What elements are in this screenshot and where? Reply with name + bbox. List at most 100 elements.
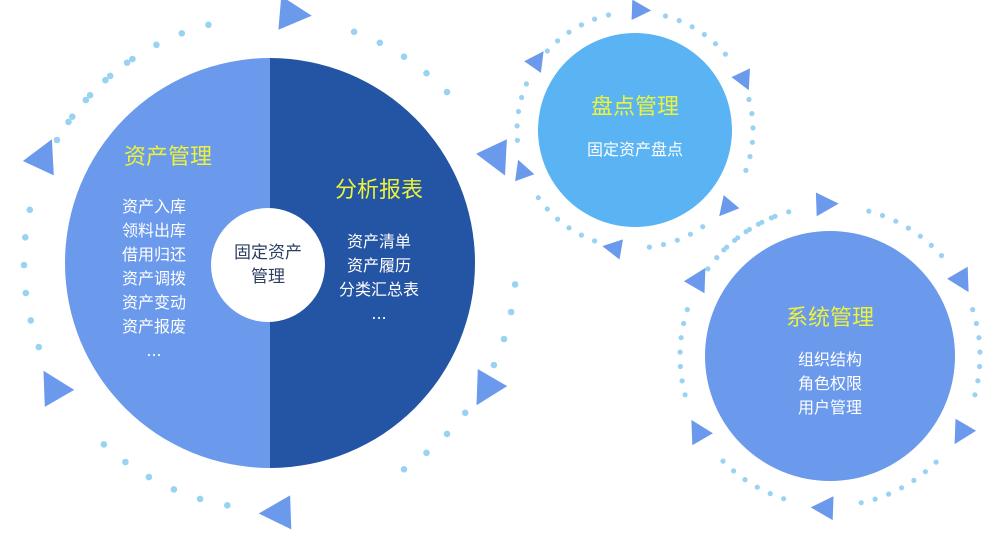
ring-dot	[592, 16, 598, 22]
ring-dot	[423, 449, 430, 457]
ring-dot	[566, 225, 572, 231]
ring-arrow-icon	[954, 418, 977, 445]
ring-dot	[660, 241, 667, 248]
ring-dot	[720, 458, 726, 464]
ring-dot	[566, 29, 572, 35]
ring-dot	[578, 22, 585, 28]
ring-dot	[646, 244, 653, 250]
ring-dot	[555, 38, 561, 44]
ring-dot	[768, 215, 775, 221]
list-item: ...	[371, 304, 387, 323]
list-item: 借用归还	[121, 245, 186, 264]
ring-decorations	[20, 0, 983, 530]
list-item: 领料出库	[121, 221, 186, 240]
ring-arrow-icon	[719, 195, 740, 217]
ring-dot	[20, 261, 28, 269]
ring-dot	[731, 468, 737, 474]
ring-dot	[170, 486, 178, 493]
ring-dot	[677, 363, 684, 370]
ring-dot	[145, 473, 153, 481]
list-item: 资产履历	[346, 256, 411, 275]
ring-dot	[544, 48, 550, 54]
ring-dot	[747, 153, 753, 160]
ring-dot	[938, 253, 945, 259]
ring-dot	[858, 500, 864, 506]
ring-dot	[677, 349, 683, 355]
ring-dot	[732, 237, 738, 243]
ring-dot	[976, 335, 982, 341]
ring-dot	[767, 491, 773, 497]
ring-dot	[922, 469, 929, 475]
ring-dot	[511, 281, 519, 288]
ring-dot	[224, 502, 231, 509]
ring-dot	[423, 69, 430, 77]
ring-dot	[605, 12, 612, 18]
inventory-management-list: 固定资产盘点	[565, 138, 705, 162]
list-item: ...	[146, 341, 162, 360]
analysis-reports-list: 资产清单资产履历分类汇总表...	[324, 230, 434, 326]
ring-arrow-icon	[22, 139, 54, 176]
ring-dot	[712, 41, 719, 47]
ring-dot	[917, 233, 923, 239]
ring-dot	[970, 307, 976, 313]
ring-dot	[555, 216, 561, 222]
list-item: 管理	[251, 267, 285, 287]
ring-dot	[544, 206, 550, 212]
ring-dot	[507, 308, 515, 316]
ring-dot	[578, 232, 585, 238]
ring-dot	[911, 477, 917, 483]
ring-dot	[22, 234, 29, 241]
ring-dot	[746, 96, 752, 103]
ring-dot	[899, 485, 905, 491]
ring-dot	[684, 307, 690, 313]
ring-dot	[721, 247, 727, 253]
ring-dot	[461, 409, 469, 417]
asset-management-title: 资产管理	[123, 145, 212, 170]
ring-dot	[592, 238, 598, 244]
ring-dot	[102, 76, 109, 84]
ring-dot	[749, 139, 756, 145]
ring-dot	[972, 392, 978, 398]
ring-dot	[26, 206, 34, 214]
ring-arrow-icon	[278, 0, 312, 30]
ring-dot	[973, 320, 980, 327]
ring-dot	[905, 225, 912, 231]
ring-dot	[400, 466, 408, 473]
list-item: 资产入库	[121, 197, 186, 216]
ring-dot	[153, 41, 160, 49]
inventory-management-title: 盘点管理	[590, 95, 679, 120]
ring-dot	[82, 96, 90, 104]
ring-dot	[786, 209, 792, 215]
ring-dot	[743, 167, 749, 173]
ring-dot	[69, 113, 76, 120]
ring-dot	[22, 289, 30, 297]
list-item: 组织结构	[797, 350, 862, 369]
ring-arrow-icon	[691, 419, 713, 446]
ring-dot	[676, 18, 682, 24]
ring-dot	[65, 118, 72, 126]
ring-dot	[928, 242, 934, 248]
ring-arrow-icon	[524, 51, 544, 73]
ring-dot	[687, 231, 694, 237]
ring-dot	[443, 430, 451, 438]
ring-dot	[53, 136, 61, 144]
ring-dot	[678, 335, 684, 341]
system-management-list: 组织结构角色权限用户管理	[770, 348, 890, 420]
asset-management-half	[65, 58, 270, 468]
ring-dot	[879, 212, 886, 219]
ring-dot	[205, 21, 212, 29]
list-item: 固定资产	[234, 243, 302, 263]
ring-arrow-icon	[476, 139, 507, 176]
ring-dot	[714, 255, 720, 261]
analysis-reports-title: 分析报表	[334, 178, 423, 203]
ring-dot	[178, 30, 186, 37]
ring-dot	[196, 495, 204, 503]
list-item: 资产报废	[121, 317, 186, 336]
ring-dot	[750, 125, 756, 131]
ring-arrow-icon	[43, 370, 75, 407]
ring-dot	[749, 111, 755, 117]
list-item: 固定资产盘点	[586, 140, 683, 159]
ring-arrow-icon	[947, 266, 969, 293]
ring-dot	[400, 53, 408, 60]
ring-dot	[977, 349, 983, 355]
